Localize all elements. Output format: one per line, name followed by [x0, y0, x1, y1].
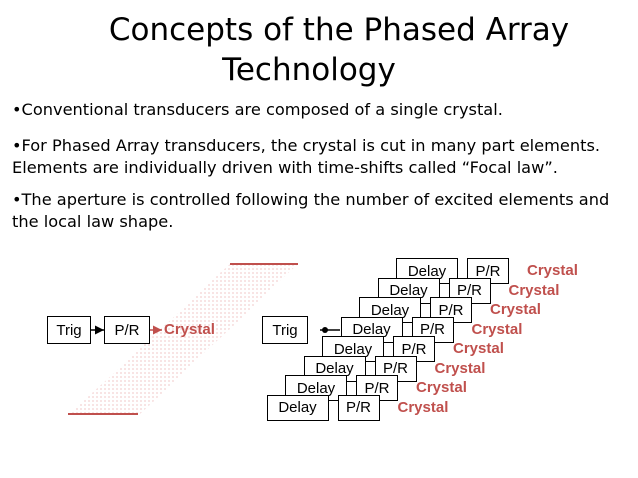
bullet-aperture: •The aperture is controlled following th… [12, 190, 610, 231]
crystal-label-4: Crystal [453, 340, 504, 357]
pr-label-left: P/R [114, 321, 140, 339]
trig-box-right: Trig [262, 316, 308, 344]
delay-box-7: Delay [266, 394, 329, 421]
title-line-1: Concepts of the Phased Array [108, 12, 570, 48]
crystal-label-3: Crystal [471, 320, 523, 338]
crystal-label-1: Crystal [508, 281, 560, 299]
bullet-phased-array: •For Phased Array transducers, the cryst… [12, 136, 601, 177]
crystal-label-left: Crystal [164, 321, 215, 338]
crystal-label-2: Crystal [490, 301, 541, 318]
pr-box-7: P/R [337, 394, 380, 421]
trig-label-right: Trig [272, 321, 298, 339]
crystal-beam-left [70, 264, 298, 414]
crystal-label-6: Crystal [416, 379, 467, 396]
crystal-label-5: Crystal [434, 359, 486, 377]
trig-box-left: Trig [47, 316, 91, 344]
crystal-label-0: Crystal [527, 262, 578, 279]
title-line-2: Technology [222, 52, 396, 88]
crystal-label-7: Crystal [397, 398, 449, 416]
pr-box-left: P/R [104, 316, 150, 344]
trig-label-left: Trig [56, 321, 82, 339]
bullet-conventional: •Conventional transducers are composed o… [12, 100, 503, 119]
slide-title: Concepts of the Phased Array Technology [0, 10, 638, 90]
